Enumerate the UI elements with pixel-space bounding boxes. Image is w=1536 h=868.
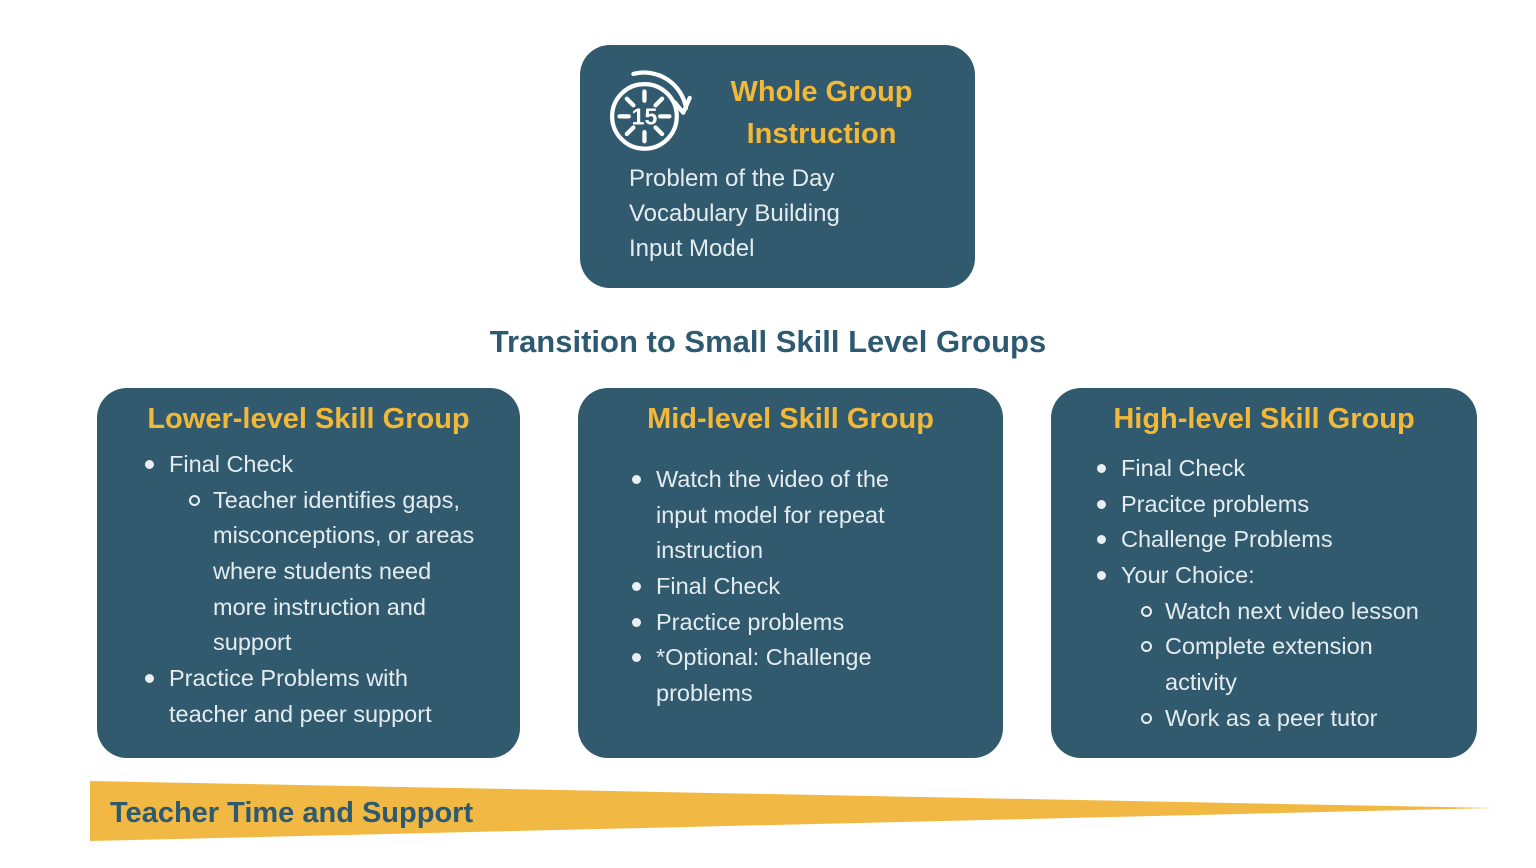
- list-item: Practice problems: [632, 605, 989, 641]
- bullet-dot-icon: [632, 617, 656, 627]
- group-title: High-level Skill Group: [1113, 403, 1415, 435]
- bullet-circle-icon: [1141, 605, 1165, 617]
- whole-group-instruction-card: 15 Whole Group Instruction Problem of th…: [580, 45, 975, 288]
- group-item-list: Final Check Teacher identifies gaps, mis…: [145, 447, 506, 733]
- arrowhead: [672, 95, 692, 115]
- bullet-dot-icon: [145, 459, 169, 469]
- clockwise-arrow: [631, 70, 689, 111]
- bullet-dot-icon: [632, 582, 656, 592]
- list-item: Practice Problems with teacher and peer …: [145, 661, 506, 732]
- group-title: Mid-level Skill Group: [647, 403, 934, 435]
- list-item: Final Check: [1097, 451, 1463, 487]
- activity-line: Vocabulary Building: [629, 200, 840, 228]
- transition-heading: Transition to Small Skill Level Groups: [489, 324, 1047, 359]
- whole-group-activities: Problem of the Day Vocabulary Building I…: [629, 161, 951, 266]
- list-item: Final Check: [145, 447, 506, 483]
- clock-face: [610, 81, 679, 151]
- bullet-dot-icon: [1097, 535, 1121, 545]
- wedge-shape: [90, 781, 1494, 841]
- title-line-2: Instruction: [746, 118, 897, 151]
- list-item: Work as a peer tutor: [1141, 701, 1463, 737]
- bullet-dot-icon: [1097, 463, 1121, 473]
- list-item: Teacher identifies gaps, misconceptions,…: [189, 483, 506, 662]
- bullet-dot-icon: [1097, 499, 1121, 509]
- title-line-1: Whole Group: [730, 76, 913, 108]
- timer-minutes: 15: [632, 104, 658, 130]
- bullet-circle-icon: [1141, 641, 1165, 653]
- group-title: Lower-level Skill Group: [147, 403, 470, 435]
- bullet-dot-icon: [632, 653, 656, 663]
- teacher-time-label: Teacher Time and Support: [110, 797, 474, 829]
- list-item: Your Choice:: [1097, 558, 1463, 594]
- lower-level-skill-group-card: Lower-level Skill Group Final Check Teac…: [97, 388, 520, 758]
- bullet-dot-icon: [1097, 571, 1121, 581]
- list-item: *Optional: Challenge problems: [632, 640, 989, 711]
- list-item: Final Check: [632, 569, 989, 605]
- list-item: Watch the video of the input model for r…: [632, 462, 989, 569]
- whole-group-title: Whole Group Instruction: [698, 71, 951, 155]
- timer-15-icon: 15: [602, 59, 698, 159]
- high-level-skill-group-card: High-level Skill Group Final Check Praci…: [1051, 388, 1477, 758]
- bullet-circle-icon: [189, 494, 213, 506]
- list-item: Complete extension activity: [1141, 629, 1463, 700]
- bullet-dot-icon: [145, 674, 169, 684]
- bullet-dot-icon: [632, 474, 656, 484]
- group-item-list: Final Check Pracitce problems Challenge …: [1097, 451, 1463, 737]
- mid-level-skill-group-card: Mid-level Skill Group Watch the video of…: [578, 388, 1003, 758]
- list-item: Watch next video lesson: [1141, 594, 1463, 630]
- activity-line: Problem of the Day: [629, 165, 835, 192]
- activity-line: Input Model: [629, 235, 755, 263]
- teacher-time-wedge: [90, 781, 1494, 841]
- list-item: Challenge Problems: [1097, 522, 1463, 558]
- list-item: Pracitce problems: [1097, 487, 1463, 523]
- whole-group-header: 15 Whole Group Instruction: [602, 59, 951, 159]
- group-item-list: Watch the video of the input model for r…: [632, 462, 989, 712]
- bullet-circle-icon: [1141, 712, 1165, 724]
